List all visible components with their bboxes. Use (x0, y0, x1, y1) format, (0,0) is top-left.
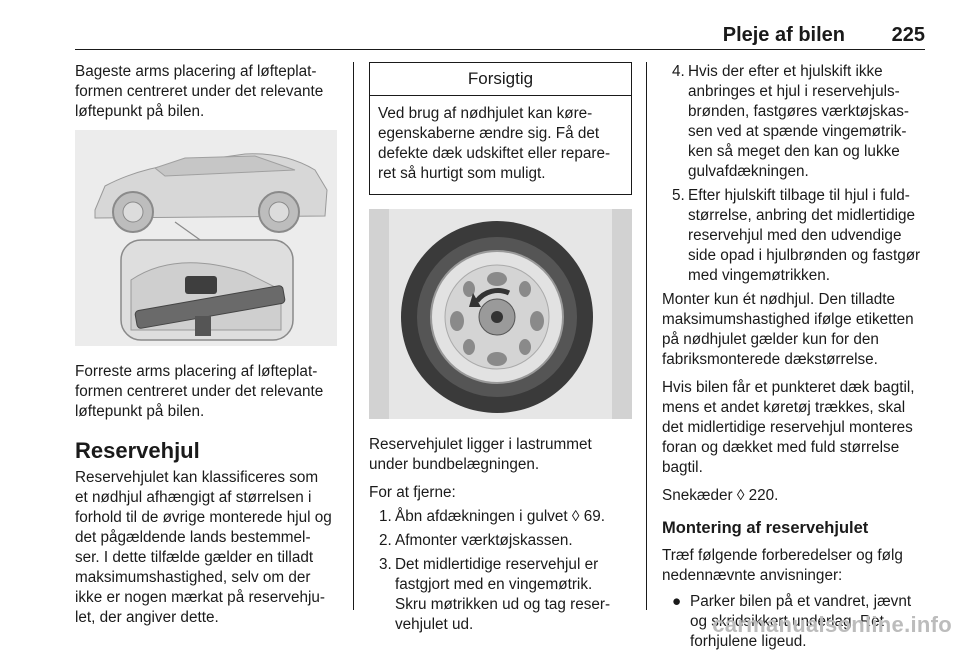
section-title: Pleje af bilen (722, 24, 845, 46)
car-lift-point-illustration (75, 130, 337, 346)
spare-wheel-illustration (369, 209, 632, 419)
paragraph-preparations: Træf følgende forberedelser og følg nede… (662, 547, 903, 584)
column-middle: Forsigtig Ved brug af nødhjulet kan køre… (369, 62, 632, 639)
step-5: 5. Efter hjulskift tilbage til hjul i fu… (672, 187, 921, 284)
caution-body: Ved brug af nødhjulet kan køre- egenskab… (378, 105, 611, 182)
paragraph-trunk: Reservehjulet ligger i lastrummet under … (369, 436, 592, 473)
paragraph-front-arm: Forreste arms placering af løfteplat- fo… (75, 363, 324, 420)
remove-intro: For at fjerne: (369, 484, 456, 501)
heading-montering: Montering af reservehjulet (662, 519, 869, 537)
column-divider-right (646, 62, 647, 610)
page-number: 225 (891, 24, 925, 46)
column-right: 4. Hvis der efter et hjulskift ikke anbr… (662, 62, 930, 656)
paragraph-rear-arm: Bageste arms placering af løfteplat- for… (75, 63, 324, 120)
column-divider-left (353, 62, 354, 610)
paragraph-one-spare: Monter kun ét nødhjul. Den tilladte maks… (662, 291, 914, 368)
paragraph-puncture: Hvis bilen får et punkteret dæk bagtil, … (662, 379, 915, 476)
step-3: 3. Det midlertidige reservehjul er fastg… (379, 556, 611, 633)
watermark: carmanualsonline.info (712, 612, 952, 637)
paragraph-reserve-wheel: Reservehjulet kan klassificeres som et n… (75, 469, 332, 626)
header-rule (75, 49, 925, 50)
column-left: Bageste arms placering af løfteplat- for… (75, 62, 337, 636)
step-4: 4. Hvis der efter et hjulskift ikke anbr… (672, 63, 910, 180)
heading-reservehjul: Reservehjul (75, 438, 200, 463)
step-1: 1. Åbn afdækningen i gulvet ◊ 69. (379, 508, 605, 525)
caution-box: Forsigtig Ved brug af nødhjulet kan køre… (369, 62, 632, 195)
snow-chains-reference[interactable]: Snekæder ◊ 220. (662, 487, 779, 504)
car-lift-point-drawing (75, 130, 337, 346)
caution-title: Forsigtig (370, 63, 631, 96)
spare-wheel-drawing (369, 209, 632, 419)
step-2: 2. Afmonter værktøjskassen. (379, 532, 573, 549)
page-header: Pleje af bilen 225 (75, 0, 925, 50)
